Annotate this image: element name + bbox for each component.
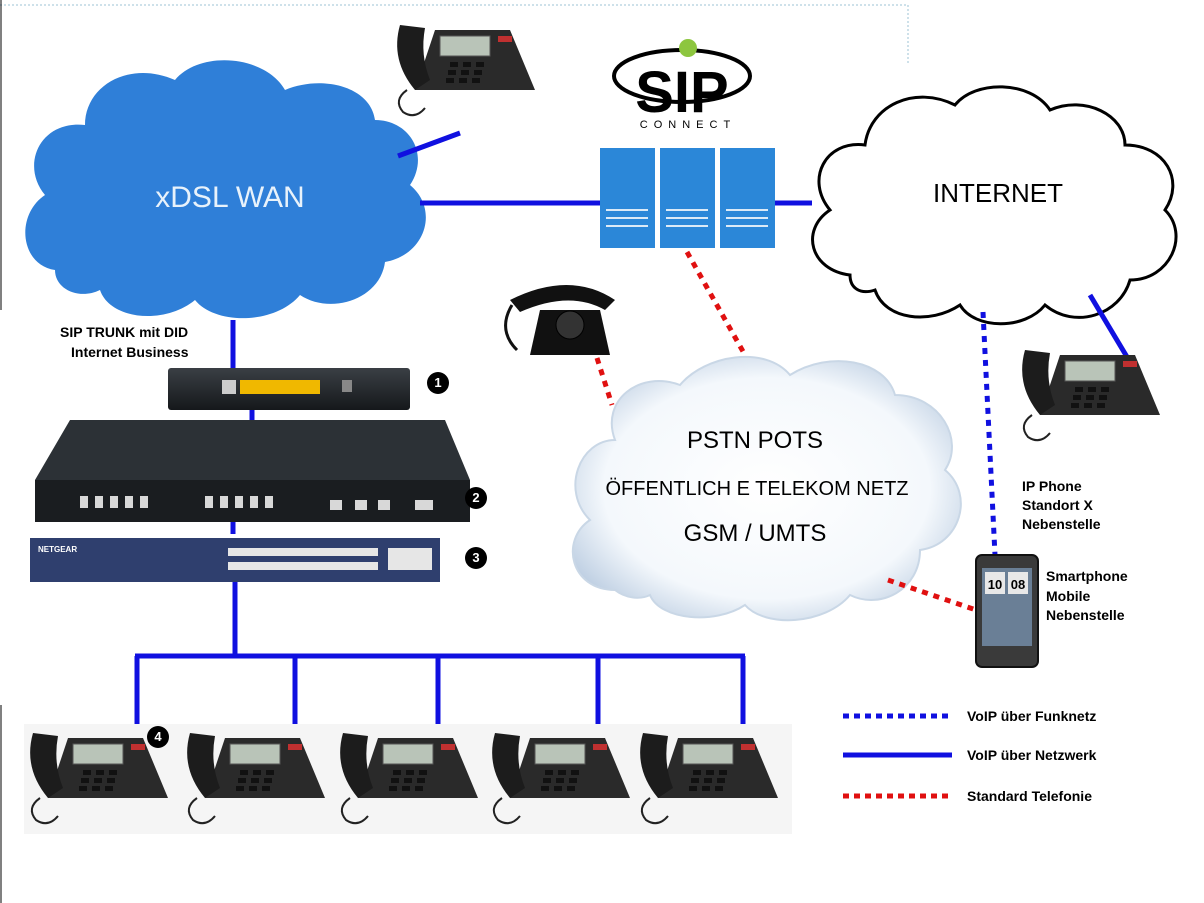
- sip-logo-text: SIP: [635, 60, 729, 125]
- extension-phone: [634, 724, 792, 834]
- marker-1: 1: [427, 372, 449, 394]
- switch-brand-label: NETGEAR: [38, 545, 77, 554]
- marker-4: 4: [147, 726, 169, 748]
- standard-telephony-links: [594, 250, 977, 613]
- ip-phone-label-line3: Nebenstelle: [1022, 516, 1101, 532]
- smartphone-clock-minutes: 08: [1011, 577, 1025, 592]
- sip-logo-subtext: CONNECT: [640, 119, 736, 131]
- remote-ip-phone: [1021, 349, 1161, 442]
- extension-phone: [486, 724, 644, 834]
- ip-phone-label-line1: IP Phone: [1022, 478, 1082, 494]
- ip-phone-label-line2: Standort X: [1022, 497, 1093, 513]
- legend-swatches: [843, 713, 952, 799]
- internet-cloud: [811, 85, 1178, 326]
- smartphone-label-line3: Nebenstelle: [1046, 607, 1125, 623]
- pstn-cloud-title: PSTN POTS: [687, 427, 823, 454]
- legend-label-telephony: Standard Telefonie: [967, 788, 1092, 804]
- wan-cloud: [25, 60, 426, 319]
- marker-2: 2: [465, 487, 487, 509]
- extension-phones: [24, 724, 792, 834]
- legend-label-wireless: VoIP über Funknetz: [967, 708, 1097, 724]
- smartphone-label-line2: Mobile: [1046, 588, 1091, 604]
- extension-phone: [181, 724, 339, 834]
- voip-network-links: [134, 130, 1139, 748]
- wan-cloud-label: xDSL WAN: [155, 181, 304, 214]
- pstn-cloud-subtitle: ÖFFENTLICH E TELEKOM NETZ: [606, 478, 909, 500]
- voip-gateway-device: [35, 420, 470, 522]
- marker-3: 3: [465, 547, 487, 569]
- smartphone-clock-hours: 10: [988, 577, 1002, 592]
- smartphone-device: [975, 554, 1039, 668]
- pstn-cloud-mobile: GSM / UMTS: [684, 520, 827, 547]
- sip-trunk-label-line1: SIP TRUNK mit DID: [60, 324, 189, 340]
- analog-telephone: [504, 285, 615, 355]
- sip-connect-logo: [612, 39, 752, 104]
- voip-wireless-link: [980, 311, 998, 556]
- pstn-cloud: [571, 355, 962, 622]
- network-switch-device: [30, 538, 440, 582]
- sip-server-rack: [600, 148, 775, 248]
- legend-label-network: VoIP über Netzwerk: [967, 747, 1097, 763]
- smartphone-label-line1: Smartphone: [1046, 568, 1128, 584]
- router-device: [168, 368, 410, 410]
- sip-trunk-label-line2: Internet Business: [71, 344, 189, 360]
- wan-ip-phone: [396, 24, 536, 117]
- extension-phone: [334, 724, 492, 834]
- internet-cloud-label: INTERNET: [933, 178, 1063, 208]
